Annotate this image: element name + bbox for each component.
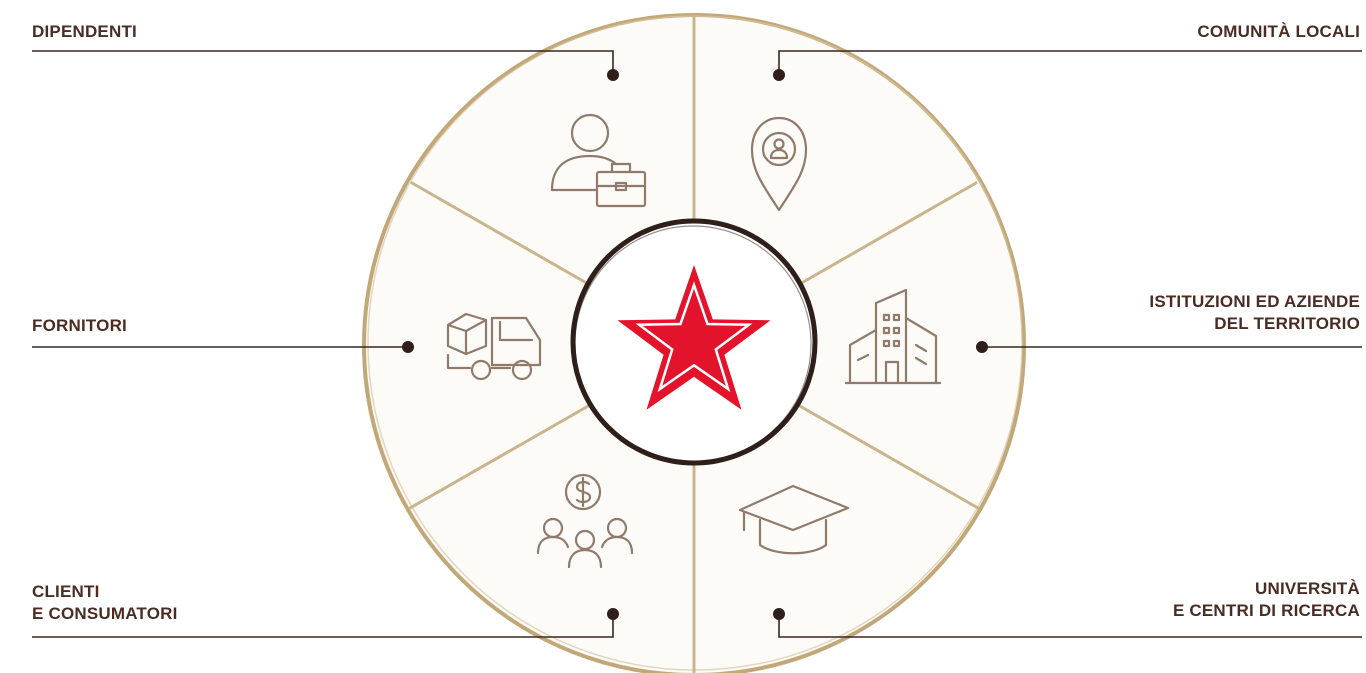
label-istituzioni-line-1: ISTITUZIONI ED AZIENDE [1149,292,1360,311]
connector-dipendenti [32,50,614,75]
connector-dots [402,69,988,620]
buildings-icon [844,288,942,385]
label-clienti-line-2: E CONSUMATORI [32,604,178,623]
label-dipendenti: DIPENDENTI [32,21,137,43]
graduation-cap-icon [738,484,850,555]
label-comunita-line-1: COMUNITÀ LOCALI [1197,22,1360,41]
center-circle-texture [574,225,812,463]
divider-upper-right [796,181,978,287]
employee-briefcase-icon [550,113,647,208]
dot-universita [773,608,785,620]
label-clienti-line-1: CLIENTI [32,582,100,601]
delivery-truck-icon [446,312,542,381]
label-comunita-locali: COMUNITÀ LOCALI [1197,21,1360,43]
label-clienti: CLIENTI E CONSUMATORI [32,581,178,625]
dot-dipendenti [607,69,619,81]
connector-lines [32,50,1362,638]
location-pin-person-icon [750,116,808,212]
dot-clienti [607,608,619,620]
label-universita-line-2: E CENTRI DI RICERCA [1172,601,1360,620]
label-istituzioni-line-2: DEL TERRITORIO [1214,314,1360,333]
connector-comunita [778,50,1362,75]
dot-comunita [773,69,785,81]
sector-dividers [408,14,980,673]
label-istituzioni: ISTITUZIONI ED AZIENDE DEL TERRITORIO [1149,291,1360,335]
label-universita-line-1: UNIVERSITÀ [1255,579,1360,598]
divider-lower-left [408,403,592,510]
people-dollar-icon [536,473,634,569]
divider-lower-right [796,403,980,510]
label-universita: UNIVERSITÀ E CENTRI DI RICERCA [1173,578,1360,622]
connector-universita [778,614,1362,638]
red-star-icon [617,265,771,410]
divider-upper-left [410,181,592,287]
label-dipendenti-line-1: DIPENDENTI [32,22,137,41]
label-fornitori: FORNITORI [32,315,127,337]
connector-clienti [32,614,614,638]
dot-fornitori [402,341,414,353]
label-fornitori-line-1: FORNITORI [32,316,127,335]
dot-istituzioni [976,341,988,353]
